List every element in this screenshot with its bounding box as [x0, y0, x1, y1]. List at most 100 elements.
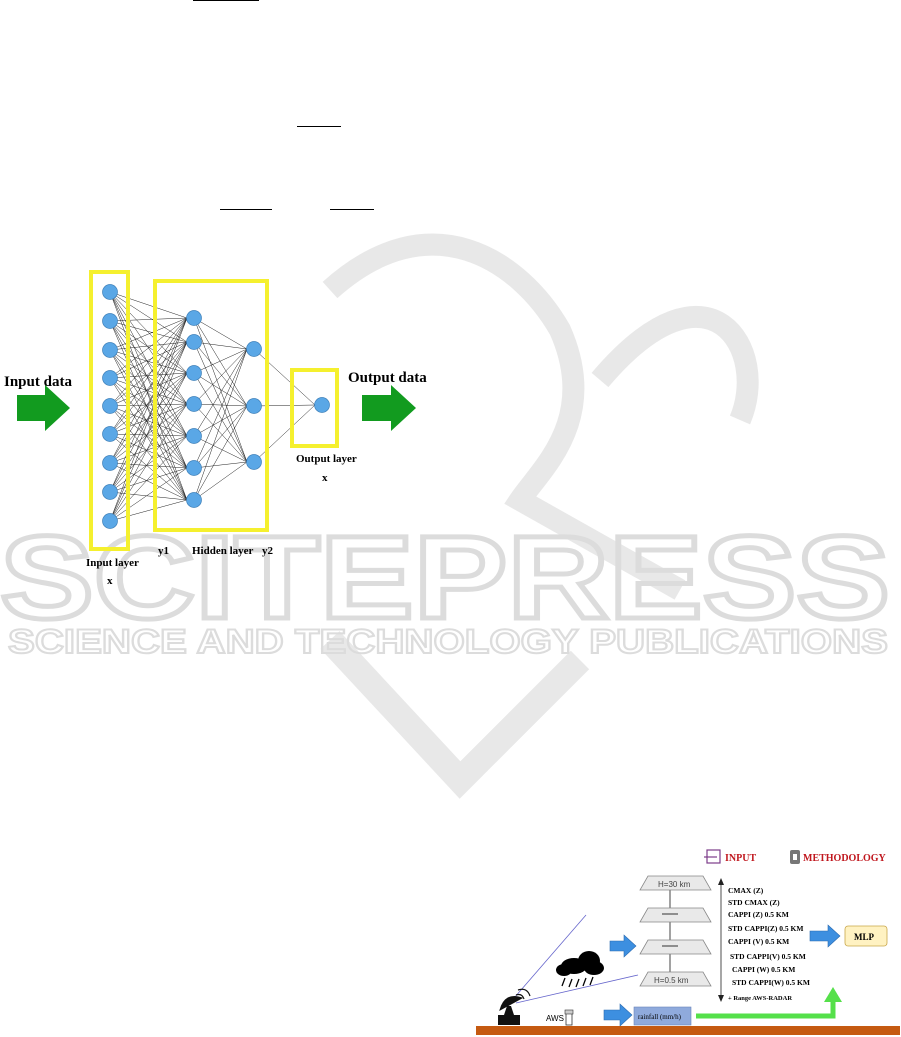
connection-line	[109, 403, 188, 493]
connection-line	[109, 317, 188, 351]
hidden1-node	[186, 396, 202, 412]
connection-line	[193, 372, 248, 407]
connection-line	[109, 317, 188, 522]
input-node	[102, 484, 118, 500]
connection-line	[109, 320, 188, 374]
input-node	[102, 426, 118, 442]
connection-line	[109, 372, 188, 379]
cappi-planes: H=30 km H=0.5 km	[639, 875, 712, 987]
connection-line	[109, 403, 188, 522]
output-layer-label: Output layer	[296, 453, 357, 465]
plane-top	[639, 875, 712, 891]
formula-fraction-bar	[330, 209, 374, 210]
connection-line	[109, 341, 188, 407]
hidden1-node	[186, 460, 202, 476]
connection-line	[109, 291, 188, 469]
connection-line	[109, 341, 188, 379]
output-node	[314, 397, 330, 413]
connection-line	[109, 467, 188, 493]
watermark-logo	[320, 233, 759, 799]
hidden2-node	[246, 341, 262, 357]
connection-line	[109, 291, 188, 437]
input-node	[102, 313, 118, 329]
connection-line	[193, 405, 248, 501]
input-node	[102, 513, 118, 529]
hidden-layer-box	[153, 279, 269, 532]
connection-line	[253, 404, 316, 463]
hidden-var-y2: y2	[262, 545, 274, 557]
input-node	[102, 398, 118, 414]
rainfall-label: rainfall (mm/h)	[638, 1013, 682, 1021]
hidden2-node	[246, 398, 262, 414]
hidden1-node	[186, 428, 202, 444]
watermark-word: SCITEPRESS	[0, 512, 890, 644]
connection-line	[193, 348, 248, 501]
connection-line	[109, 349, 188, 469]
radar-antenna-icon	[498, 988, 531, 1025]
connection-line	[193, 341, 248, 463]
input-node	[102, 455, 118, 471]
connection-line	[109, 435, 188, 493]
radar-beam	[507, 914, 587, 1006]
input-node	[102, 370, 118, 386]
cloud-to-plane-arrow	[609, 934, 637, 958]
feature-item: STD CAPPI(V) 0.5 KM	[730, 952, 806, 961]
connection-line	[109, 349, 188, 437]
connection-line	[109, 405, 188, 469]
input-data-label: Input data	[4, 374, 72, 390]
connection-line	[109, 341, 188, 493]
connection-line	[109, 341, 188, 435]
feature-item: STD CMAX (Z)	[728, 898, 780, 907]
aws-gauge-icon	[564, 1009, 574, 1026]
formula-fraction-bar	[297, 126, 341, 127]
connection-line	[109, 377, 188, 437]
output-layer-var: x	[322, 472, 328, 484]
mlp-label: MLP	[854, 932, 874, 942]
output-data-label: Output data	[348, 370, 427, 386]
connection-line	[193, 317, 248, 463]
connection-line	[109, 405, 188, 501]
connection-line	[253, 348, 316, 406]
feature-item: + Range AWS-RADAR	[728, 995, 792, 1002]
connection-line	[109, 349, 188, 374]
hidden-layer-label: Hidden layer	[192, 545, 254, 557]
aws-label: AWS	[546, 1014, 564, 1023]
hidden-var-y1: y1	[158, 545, 169, 557]
connection-line	[109, 317, 188, 407]
connection-line	[109, 433, 188, 469]
hidden1-node	[186, 365, 202, 381]
features-to-mlp-arrow	[809, 924, 841, 948]
input-arrow	[17, 385, 70, 431]
connection-line	[109, 291, 188, 501]
radar-beam	[515, 974, 639, 1004]
connection-line	[193, 341, 248, 407]
plane-bottom	[639, 971, 712, 987]
input-node	[102, 284, 118, 300]
legend-input-label: INPUT	[725, 853, 756, 864]
input-layer-box	[89, 270, 130, 551]
input-node	[102, 342, 118, 358]
connection-line	[109, 462, 188, 469]
connection-line	[109, 291, 188, 343]
ground-bar	[476, 1026, 900, 1035]
network-nodes	[102, 284, 330, 529]
connection-line	[109, 320, 188, 405]
output-arrow	[362, 385, 416, 431]
feature-item: CMAX (Z)	[728, 886, 764, 895]
connection-line	[109, 372, 188, 493]
connection-line	[193, 403, 248, 463]
connection-line	[109, 341, 188, 351]
connection-line	[109, 467, 188, 522]
connection-line	[193, 435, 248, 463]
formula-fraction-bar	[193, 0, 259, 1]
legend-methodology: METHODOLOGY	[790, 850, 887, 864]
connection-line	[109, 405, 188, 437]
connection-line	[253, 404, 316, 407]
input-layer-var: x	[107, 575, 113, 587]
connection-line	[109, 372, 188, 435]
rainfall-box	[633, 1006, 692, 1026]
feature-item: CAPPI (V) 0.5 KM	[728, 937, 789, 946]
